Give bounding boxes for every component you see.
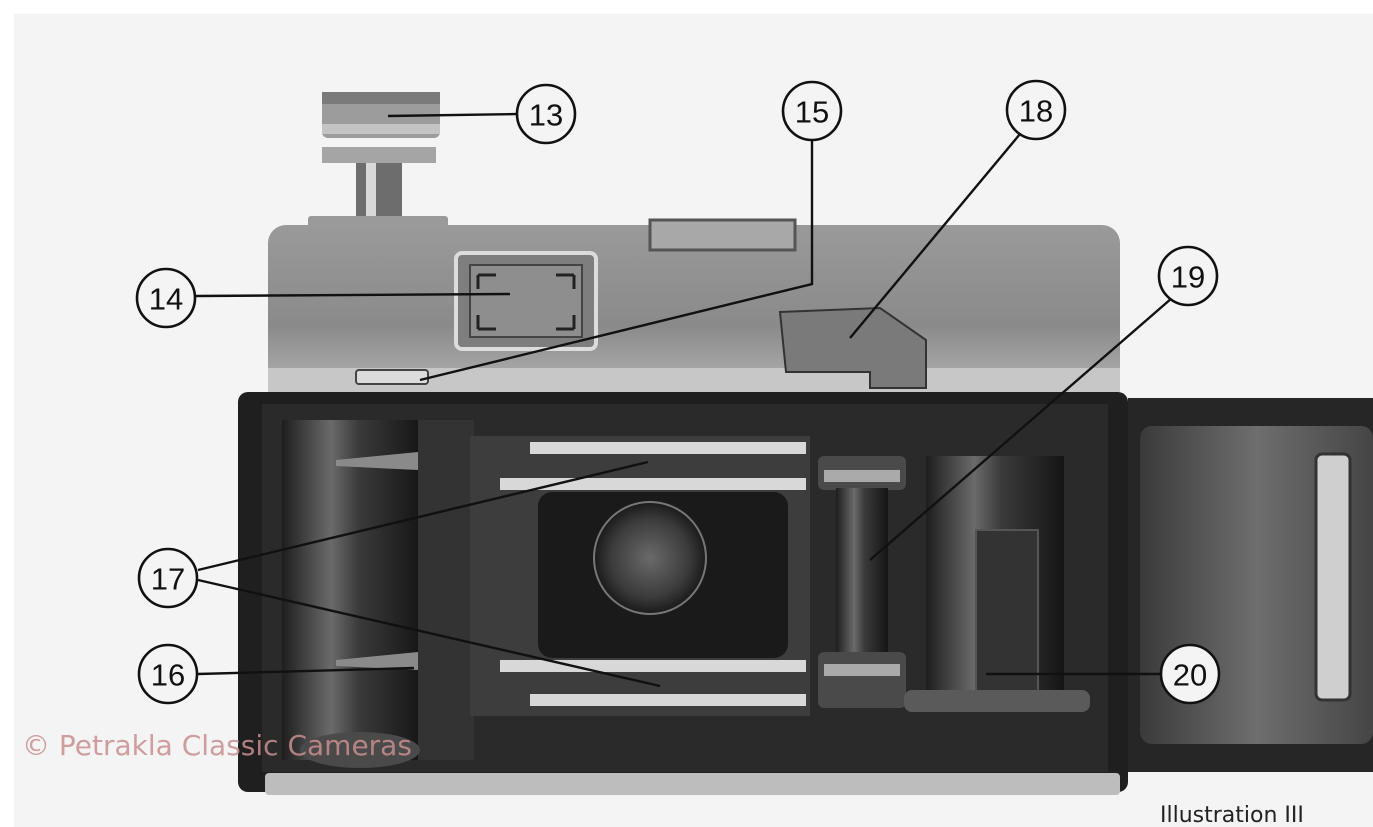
release-lever <box>778 306 927 389</box>
accessory-shoe <box>648 218 797 252</box>
leader-15 <box>419 140 814 382</box>
callout-14: 14 <box>135 267 197 329</box>
leader-19 <box>869 297 1173 561</box>
callout-18-label: 18 <box>1019 94 1053 129</box>
callout-18: 18 <box>1005 79 1067 141</box>
lens-rear-element <box>594 502 706 614</box>
sprocket-roller <box>818 456 906 708</box>
back-door <box>1128 398 1373 772</box>
film-counter-lever <box>355 369 429 385</box>
illustration-caption: Illustration III <box>1160 803 1304 827</box>
callout-17-label: 17 <box>151 562 185 597</box>
leader-17a <box>197 460 649 572</box>
take-up-spool <box>904 456 1090 712</box>
callout-13-label: 13 <box>529 98 563 133</box>
watermark-text: © Petrakla Classic Cameras <box>22 729 412 762</box>
leader-14 <box>195 292 511 298</box>
cassette-chamber <box>282 420 422 760</box>
leader-13 <box>387 112 519 118</box>
rewind-knob <box>308 92 448 228</box>
callout-13: 13 <box>515 83 577 145</box>
leader-17b <box>197 578 661 688</box>
callout-15-label: 15 <box>795 95 829 130</box>
callout-15: 15 <box>781 80 843 142</box>
callout-16: 16 <box>137 643 199 705</box>
leader-lines <box>195 112 1173 688</box>
viewfinder-eyepiece <box>454 251 598 351</box>
callout-19-label: 19 <box>1171 260 1205 295</box>
callout-20: 20 <box>1159 643 1221 705</box>
film-gate <box>470 436 810 716</box>
callout-20-label: 20 <box>1173 658 1207 693</box>
leader-16 <box>197 666 415 676</box>
leader-18 <box>849 133 1021 339</box>
callout-14-label: 14 <box>149 282 183 317</box>
callout-19: 19 <box>1157 245 1219 307</box>
callout-17: 17 <box>137 547 199 609</box>
callout-16-label: 16 <box>151 658 185 693</box>
